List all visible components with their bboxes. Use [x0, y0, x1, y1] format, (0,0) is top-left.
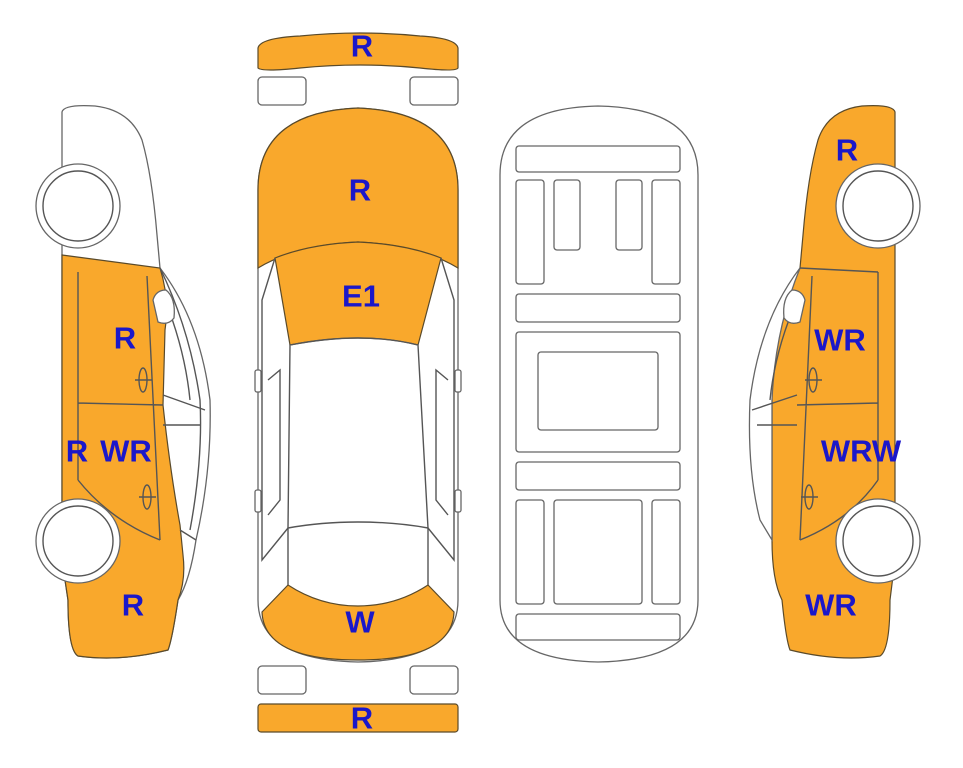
front-bumper-label: R: [351, 29, 373, 64]
left-headlight: [257, 76, 307, 106]
left-taillight: [257, 665, 307, 695]
right-front-fender-label: R: [836, 133, 858, 168]
underbody-view: [499, 105, 699, 663]
left-rocker-label: R: [66, 434, 88, 469]
right-rear-door-label: WRW: [821, 434, 902, 469]
rear-bumper-panel: [257, 703, 459, 733]
top-right-mirror: [454, 369, 462, 393]
left-window-lines: [159, 267, 206, 541]
left-rear-quarter-label: R: [122, 588, 144, 623]
top-view: [254, 32, 462, 733]
right-taillight: [409, 665, 459, 695]
windshield-label: E1: [342, 279, 380, 314]
left-door-handles: [135, 367, 156, 510]
right-mirror: [783, 289, 806, 324]
left-rear-wheel: [35, 498, 121, 584]
right-front-wheel: [835, 163, 921, 249]
front-bumper-panel: [257, 32, 459, 71]
damage-labels: R R E1 W R R R WR R R WR WRW WR: [66, 29, 902, 736]
left-front-wheel: [35, 163, 121, 249]
rear-glass-panel: [261, 584, 455, 661]
left-front-door-label: R: [114, 321, 136, 356]
left-rear-door-label: WR: [100, 434, 152, 469]
roof-outline: [287, 337, 429, 529]
side-glass-lines: [261, 257, 455, 562]
left-door-lines: [77, 272, 164, 541]
right-front-door-label: WR: [814, 323, 866, 358]
top-left-mirror: [254, 369, 262, 393]
right-headlight: [409, 76, 459, 106]
hood-label: R: [349, 173, 371, 208]
right-door-handles: [801, 367, 822, 510]
right-side-view: [748, 105, 921, 659]
rear-glass-label: W: [345, 605, 375, 640]
right-glass-area: [748, 267, 801, 543]
left-side-view: [35, 104, 211, 659]
left-mirror: [152, 289, 175, 324]
right-rear-quarter-label: WR: [805, 588, 857, 623]
rear-bumper-label: R: [351, 701, 373, 736]
right-rear-wheel: [835, 498, 921, 584]
